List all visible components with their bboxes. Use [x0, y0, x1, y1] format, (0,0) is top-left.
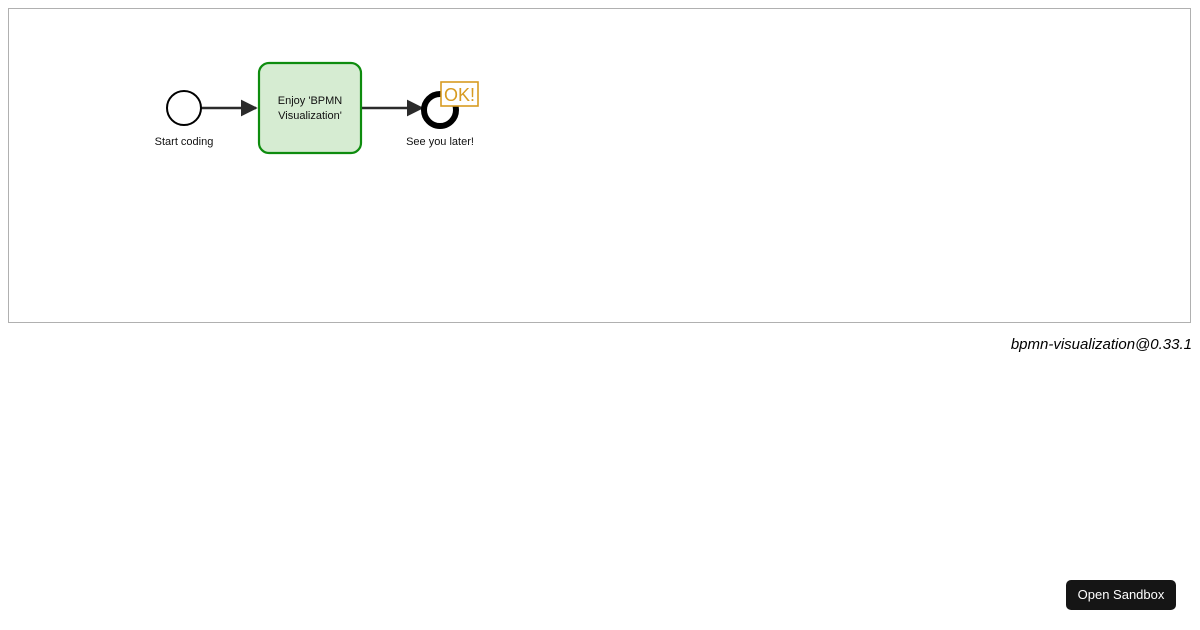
task-label-line2: Visualization' [278, 110, 342, 122]
task-label-line1: Enjoy 'BPMN [278, 95, 343, 107]
bpmn-task[interactable]: Enjoy 'BPMN Visualization' [257, 61, 363, 155]
start-event-circle [166, 90, 202, 126]
task-rectangle [257, 61, 363, 155]
badge-box [440, 81, 479, 107]
end-event-label: See you later! [406, 136, 474, 148]
open-sandbox-button[interactable]: Open Sandbox [1066, 580, 1176, 610]
overlay-badge-ok[interactable]: OK! [440, 81, 479, 107]
bpmn-diagram-canvas[interactable]: Start coding Enjoy 'BPMN Visualization' … [8, 8, 1191, 323]
library-version-label: bpmn-visualization@0.33.1 [1010, 336, 1192, 353]
bpmn-diagram-svg: Start coding Enjoy 'BPMN Visualization' … [155, 61, 479, 155]
start-event-label: Start coding [155, 136, 214, 148]
bpmn-start-event[interactable]: Start coding [155, 90, 214, 148]
badge-label: OK! [444, 85, 475, 105]
bpmn-end-event[interactable]: See you later! [406, 91, 474, 148]
